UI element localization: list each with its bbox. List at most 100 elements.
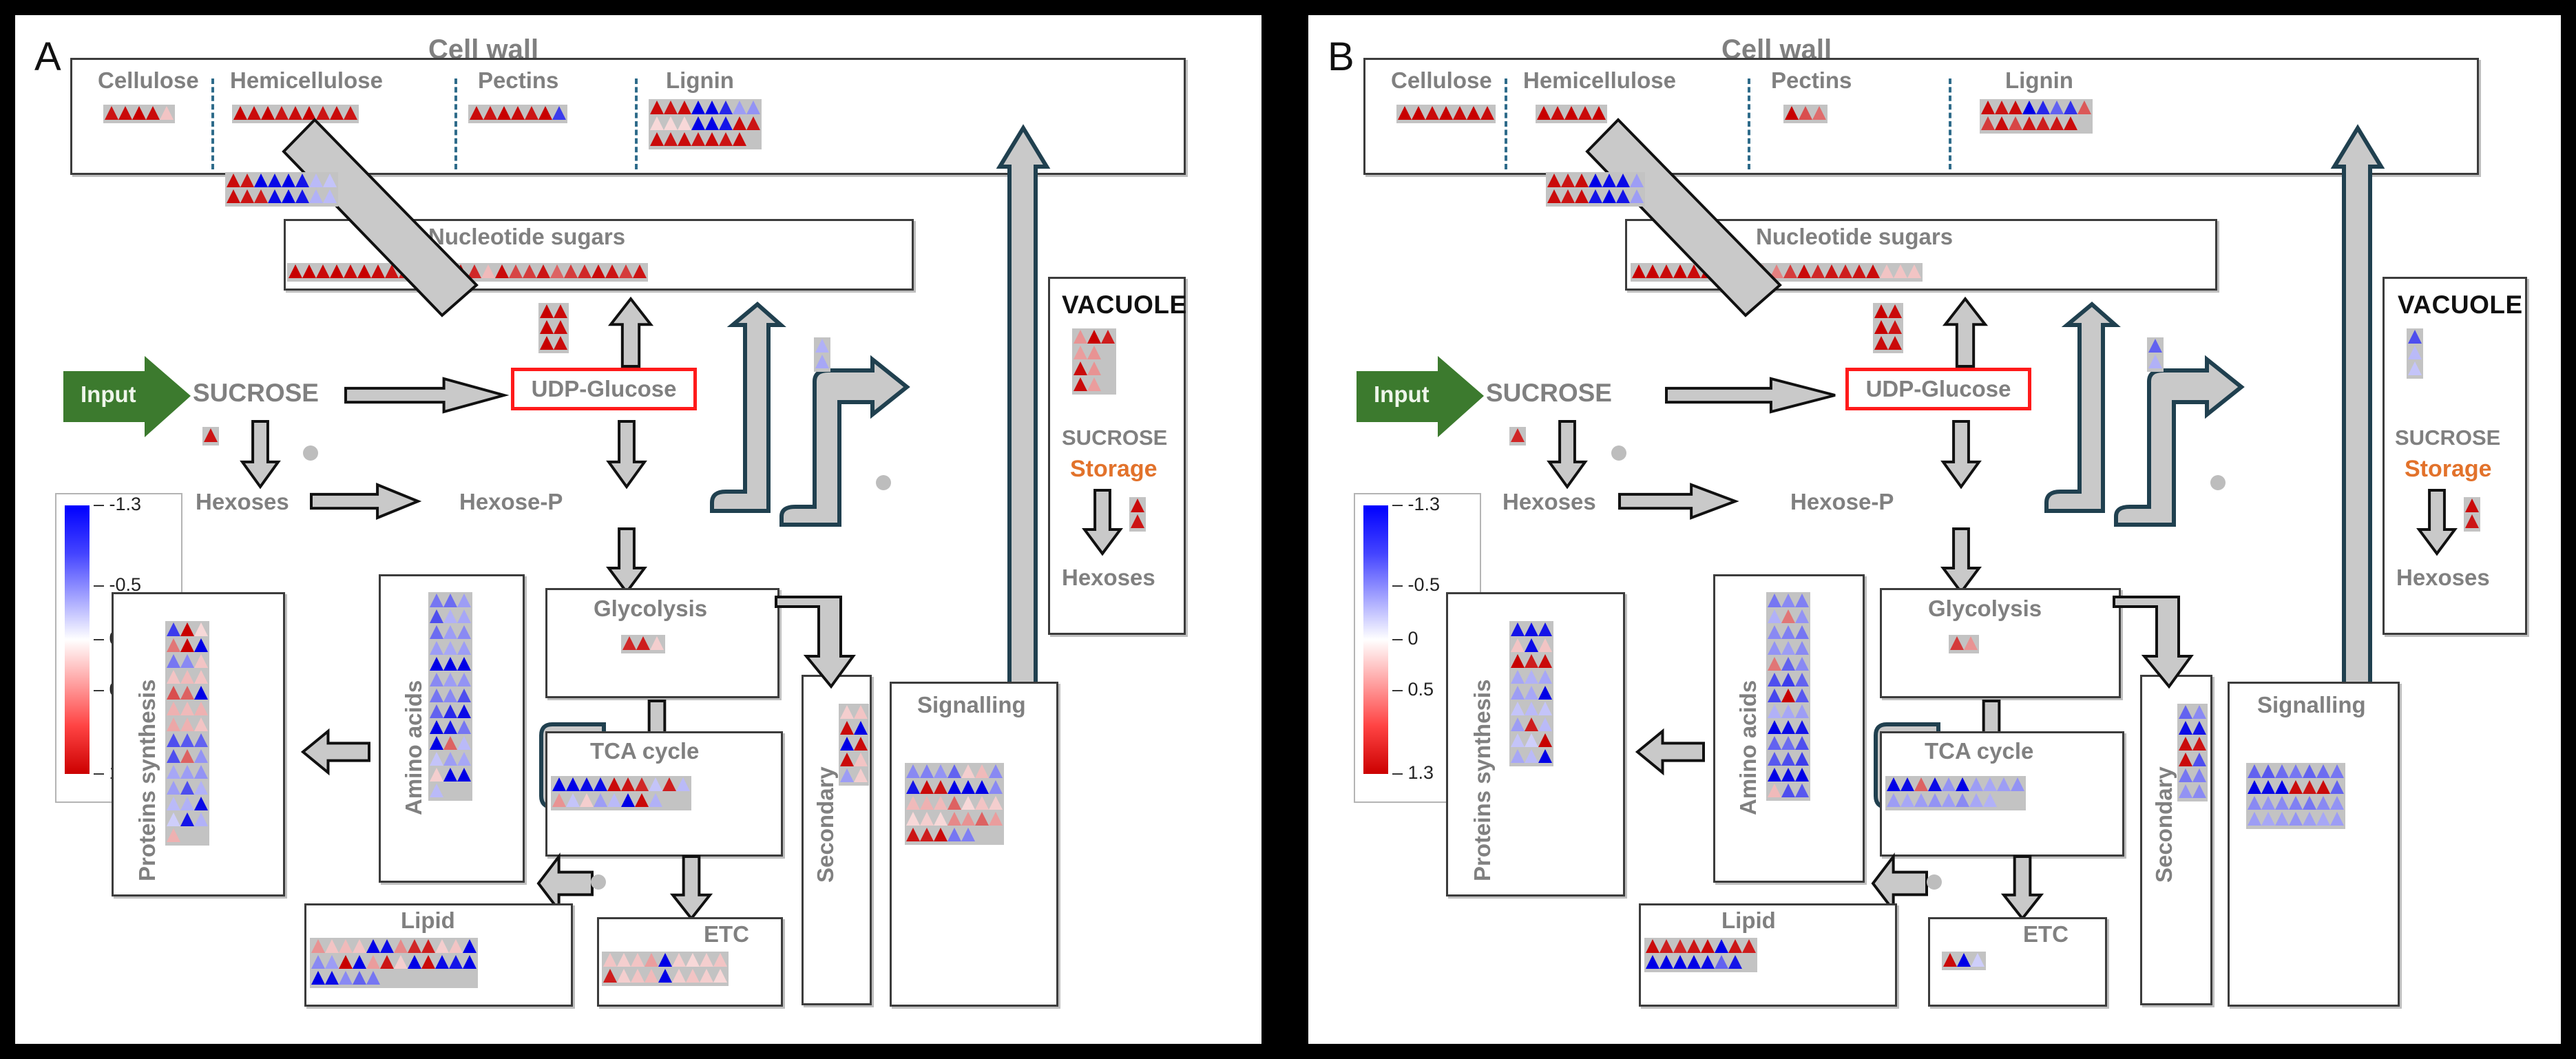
heat-triangle bbox=[1795, 657, 1809, 671]
udp-glucose-up-arrow bbox=[1942, 296, 1989, 368]
heat-row bbox=[1511, 733, 1552, 749]
heat-triangle bbox=[1511, 733, 1525, 747]
heat-triangle bbox=[854, 705, 868, 719]
heat-triangle bbox=[408, 939, 421, 953]
heat-triangle bbox=[430, 673, 443, 686]
heat-row bbox=[840, 737, 868, 753]
cellulose-label: Cellulose bbox=[1391, 67, 1492, 93]
heat-triangle bbox=[449, 955, 463, 969]
amino-acids-label: Amino acids bbox=[1735, 680, 1761, 815]
colorbar-tick-4: – 1.3 bbox=[1392, 762, 1434, 783]
input-label: Input bbox=[81, 381, 136, 407]
cell-wall-divider-2 bbox=[1748, 78, 1750, 169]
heat-row bbox=[430, 609, 471, 625]
signal-small-heatmap bbox=[2147, 337, 2164, 372]
heat-triangle bbox=[1538, 733, 1552, 747]
heat-row bbox=[167, 638, 208, 654]
heat-triangle bbox=[1888, 336, 1902, 350]
heat-triangle bbox=[1131, 499, 1144, 512]
heat-triangle bbox=[1942, 777, 1956, 791]
heat-triangle bbox=[1969, 793, 1983, 807]
heat-triangle bbox=[603, 953, 617, 967]
heat-triangle bbox=[1074, 330, 1087, 344]
heat-triangle bbox=[650, 116, 664, 130]
udp-glucose-box: UDP-Glucose bbox=[1845, 368, 2031, 410]
heat-row bbox=[1547, 174, 1644, 189]
heat-triangle bbox=[430, 625, 443, 639]
heat-triangle bbox=[934, 780, 947, 794]
sucrose-hexoses-arrow bbox=[1547, 420, 1588, 490]
heat-triangle bbox=[1074, 346, 1087, 359]
heat-triangle bbox=[1511, 670, 1525, 684]
heat-row bbox=[311, 939, 477, 955]
heat-triangle bbox=[1894, 264, 1907, 278]
lignin-heatmap bbox=[649, 99, 762, 149]
heat-triangle bbox=[1511, 717, 1525, 731]
input-arrow bbox=[1357, 356, 1484, 437]
heat-triangle bbox=[309, 189, 323, 203]
heat-triangle bbox=[233, 106, 247, 120]
lignin-label: Lignin bbox=[2005, 67, 2073, 93]
heat-row bbox=[650, 132, 760, 148]
heat-triangle bbox=[430, 594, 443, 607]
heat-triangle bbox=[664, 101, 678, 114]
heat-triangle bbox=[497, 106, 511, 120]
vacuole-hexoses-heatmap bbox=[1129, 497, 1146, 532]
proteins-synthesis-label: Proteins synthesis bbox=[1469, 679, 1495, 881]
heat-triangle bbox=[1659, 264, 1673, 278]
heat-triangle bbox=[1511, 622, 1525, 636]
heat-triangle bbox=[719, 101, 733, 114]
heat-triangle bbox=[645, 969, 658, 983]
heat-triangle bbox=[1575, 189, 1589, 203]
heat-triangle bbox=[311, 955, 325, 969]
heat-triangle bbox=[1956, 777, 1969, 791]
heat-row bbox=[840, 768, 868, 784]
heat-triangle bbox=[282, 189, 295, 203]
heat-triangle bbox=[2011, 777, 2024, 791]
tca-cycle-heatmap bbox=[551, 776, 691, 810]
heat-triangle bbox=[1768, 768, 1781, 782]
grey-dot-3 bbox=[591, 874, 606, 890]
heat-triangle bbox=[920, 780, 934, 794]
etc-label: ETC bbox=[2023, 921, 2069, 947]
heat-triangle bbox=[247, 106, 261, 120]
heat-row bbox=[906, 812, 1003, 828]
heat-triangle bbox=[194, 733, 208, 747]
heat-triangle bbox=[344, 264, 357, 278]
heat-triangle bbox=[1728, 939, 1742, 953]
vacuole-transport-arrow-2 bbox=[2114, 355, 2245, 527]
heat-triangle bbox=[1981, 101, 1995, 114]
tca-to-lipid-arrow bbox=[1871, 852, 1928, 914]
heat-triangle bbox=[662, 777, 676, 791]
heat-triangle bbox=[1983, 777, 1997, 791]
glycolysis-to-secondary-arrow bbox=[775, 596, 856, 689]
heat-triangle bbox=[2289, 764, 2303, 778]
heat-triangle bbox=[443, 704, 457, 718]
heat-triangle bbox=[1547, 189, 1561, 203]
heat-triangle bbox=[691, 116, 705, 130]
heat-triangle bbox=[1781, 752, 1795, 766]
heat-row bbox=[1511, 428, 1525, 444]
heat-triangle bbox=[840, 753, 854, 766]
heat-triangle bbox=[1795, 752, 1809, 766]
heat-triangle bbox=[1795, 704, 1809, 718]
heat-row bbox=[430, 689, 471, 704]
heat-triangle bbox=[536, 264, 550, 278]
heat-triangle bbox=[194, 686, 208, 700]
heat-triangle bbox=[194, 781, 208, 795]
heat-row bbox=[2179, 784, 2206, 800]
heat-triangle bbox=[672, 969, 686, 983]
signal-small-heatmap bbox=[814, 337, 830, 372]
heat-triangle bbox=[1768, 704, 1781, 718]
heat-triangle bbox=[2289, 812, 2303, 826]
heat-row bbox=[1768, 689, 1809, 704]
heat-triangle bbox=[1981, 116, 1995, 130]
heat-triangle bbox=[470, 106, 483, 120]
heat-triangle bbox=[443, 673, 457, 686]
heat-triangle bbox=[691, 101, 705, 114]
heat-triangle bbox=[167, 733, 180, 747]
heat-row bbox=[1785, 106, 1826, 122]
glycolysis-box bbox=[1880, 588, 2121, 698]
